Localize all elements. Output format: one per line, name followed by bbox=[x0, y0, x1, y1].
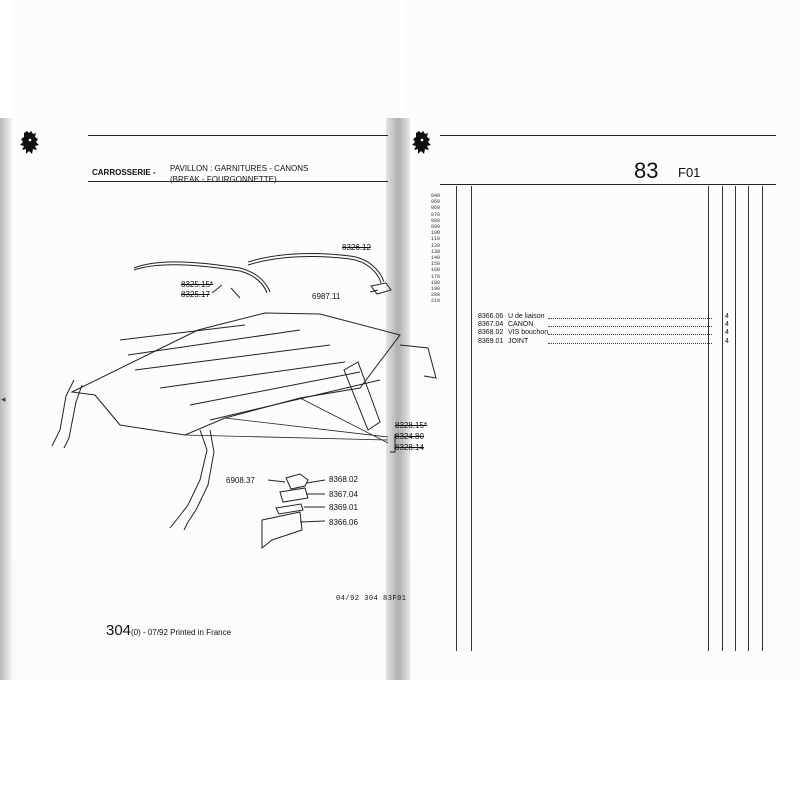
leader-dots bbox=[548, 334, 712, 336]
row-code: 100 bbox=[431, 230, 441, 237]
callout-8325-17: 8325.17 bbox=[181, 290, 210, 299]
table-column-line bbox=[722, 186, 723, 651]
bracket-6987 bbox=[370, 282, 392, 295]
row-code: 090 bbox=[431, 224, 441, 231]
callout-8325-15: 8325.15* bbox=[181, 280, 214, 289]
row-code: 150 bbox=[431, 261, 441, 268]
list-item: 8367.04 CANON 4 bbox=[478, 321, 738, 329]
part-name: VIS bouchon bbox=[508, 329, 549, 337]
header-rule-right bbox=[440, 135, 776, 136]
callout-8324-80: 8324.80 bbox=[395, 432, 424, 441]
callout-8367-04: 8367.04 bbox=[329, 490, 358, 499]
callout-8326-12: 8326.12 bbox=[342, 243, 371, 252]
peugeot-lion-logo-right bbox=[412, 131, 431, 154]
list-item: 8369.01 JOINT 4 bbox=[478, 338, 738, 346]
callout-8369-01: 8369.01 bbox=[329, 503, 358, 512]
leader-dots bbox=[548, 318, 712, 319]
callout-6987-11: 6987.11 bbox=[312, 292, 341, 301]
left-page bbox=[12, 0, 400, 562]
row-code: 200 bbox=[431, 292, 441, 299]
callout-8328-15: 8328.15* bbox=[395, 421, 428, 430]
part-name: U de liaison bbox=[508, 313, 545, 320]
part-name: JOINT bbox=[508, 337, 529, 345]
part-ref: 8367.04 bbox=[478, 321, 504, 329]
section-label: CARROSSERIE - bbox=[92, 168, 156, 177]
callout-8366-06: 8366.06 bbox=[329, 518, 358, 527]
row-code: 170 bbox=[431, 273, 441, 280]
row-code: 070 bbox=[431, 211, 441, 218]
drip-rail-right bbox=[247, 253, 385, 283]
row-code: 160 bbox=[431, 267, 441, 274]
page-edge-shadow bbox=[0, 118, 12, 680]
canon-8367 bbox=[279, 487, 309, 503]
rear-corner bbox=[399, 344, 437, 379]
row-code: 130 bbox=[431, 248, 441, 255]
row-code: 120 bbox=[431, 242, 441, 249]
header-rule-right-bottom bbox=[440, 184, 776, 185]
part-ref: 8366.06 bbox=[478, 313, 504, 320]
list-item: 8368.02 VIS bouchon 4 bbox=[478, 329, 738, 337]
part-qty: 4 bbox=[725, 337, 729, 345]
parts-list: 8366.06 U de liaison 4 8367.04 CANON 4 8… bbox=[478, 313, 738, 346]
group-number: 83 bbox=[634, 158, 659, 183]
row-code: 140 bbox=[431, 255, 441, 262]
section-title-line2: (BREAK - FOURGONNETTE) bbox=[170, 175, 277, 184]
joint-8369 bbox=[275, 503, 304, 515]
part-ref: 8369.01 bbox=[478, 337, 504, 345]
peugeot-lion-logo-left bbox=[20, 131, 39, 154]
table-column-line bbox=[762, 186, 763, 651]
row-code: 060 bbox=[431, 205, 441, 212]
list-item: 8366.06 U de liaison 4 bbox=[478, 313, 738, 321]
callout-6908-37: 6908.37 bbox=[226, 476, 255, 485]
table-column-line bbox=[748, 186, 749, 651]
part-qty: 4 bbox=[725, 313, 729, 320]
part-name: CANON bbox=[508, 321, 534, 329]
row-code: 110 bbox=[431, 236, 441, 243]
part-qty: 4 bbox=[725, 329, 729, 337]
page-number: 304 bbox=[106, 622, 132, 639]
footer-suffix: (0) - 07/92 Printed in France bbox=[131, 628, 232, 637]
row-code: 050 bbox=[431, 199, 441, 206]
row-code: 080 bbox=[431, 217, 441, 224]
row-code: 040 bbox=[431, 193, 441, 199]
row-codes-column: 040 050 060 070 080 090 100 110 120 130 … bbox=[431, 193, 455, 305]
part-qty: 4 bbox=[725, 321, 729, 329]
leader-dots bbox=[548, 326, 712, 328]
leader-dots bbox=[548, 342, 712, 344]
row-code: 210 bbox=[431, 298, 441, 305]
callout-8368-02: 8368.02 bbox=[329, 475, 358, 484]
page-gutter bbox=[386, 118, 410, 680]
bracket-8366 bbox=[261, 511, 303, 550]
table-column-line bbox=[471, 186, 472, 651]
header-rule-left-bottom bbox=[88, 181, 388, 182]
drip-rail-left bbox=[133, 261, 271, 293]
table-column-line bbox=[708, 186, 709, 651]
table-column-line bbox=[456, 186, 457, 651]
scroll-left-icon[interactable]: ◂ bbox=[1, 394, 6, 404]
row-code: 180 bbox=[431, 279, 441, 286]
row-code: 190 bbox=[431, 286, 441, 293]
part-ref: 8368.02 bbox=[478, 329, 504, 337]
callout-8328-14: 8328.14 bbox=[395, 443, 424, 452]
screw-8368 bbox=[285, 473, 309, 490]
header-rule-left bbox=[88, 135, 388, 136]
section-title-line1: PAVILLON : GARNITURES - CANONS bbox=[170, 164, 309, 173]
group-code: F01 bbox=[678, 165, 701, 180]
right-page bbox=[404, 0, 800, 562]
page-footer: 304(0) - 07/92 Printed in France bbox=[106, 622, 231, 639]
pillar-trim bbox=[169, 429, 215, 531]
side-trim-left bbox=[51, 379, 83, 449]
side-panel-trim bbox=[343, 361, 381, 431]
table-column-line bbox=[735, 186, 736, 651]
diagram-reference: 04/92 304 83F01 bbox=[336, 595, 407, 603]
